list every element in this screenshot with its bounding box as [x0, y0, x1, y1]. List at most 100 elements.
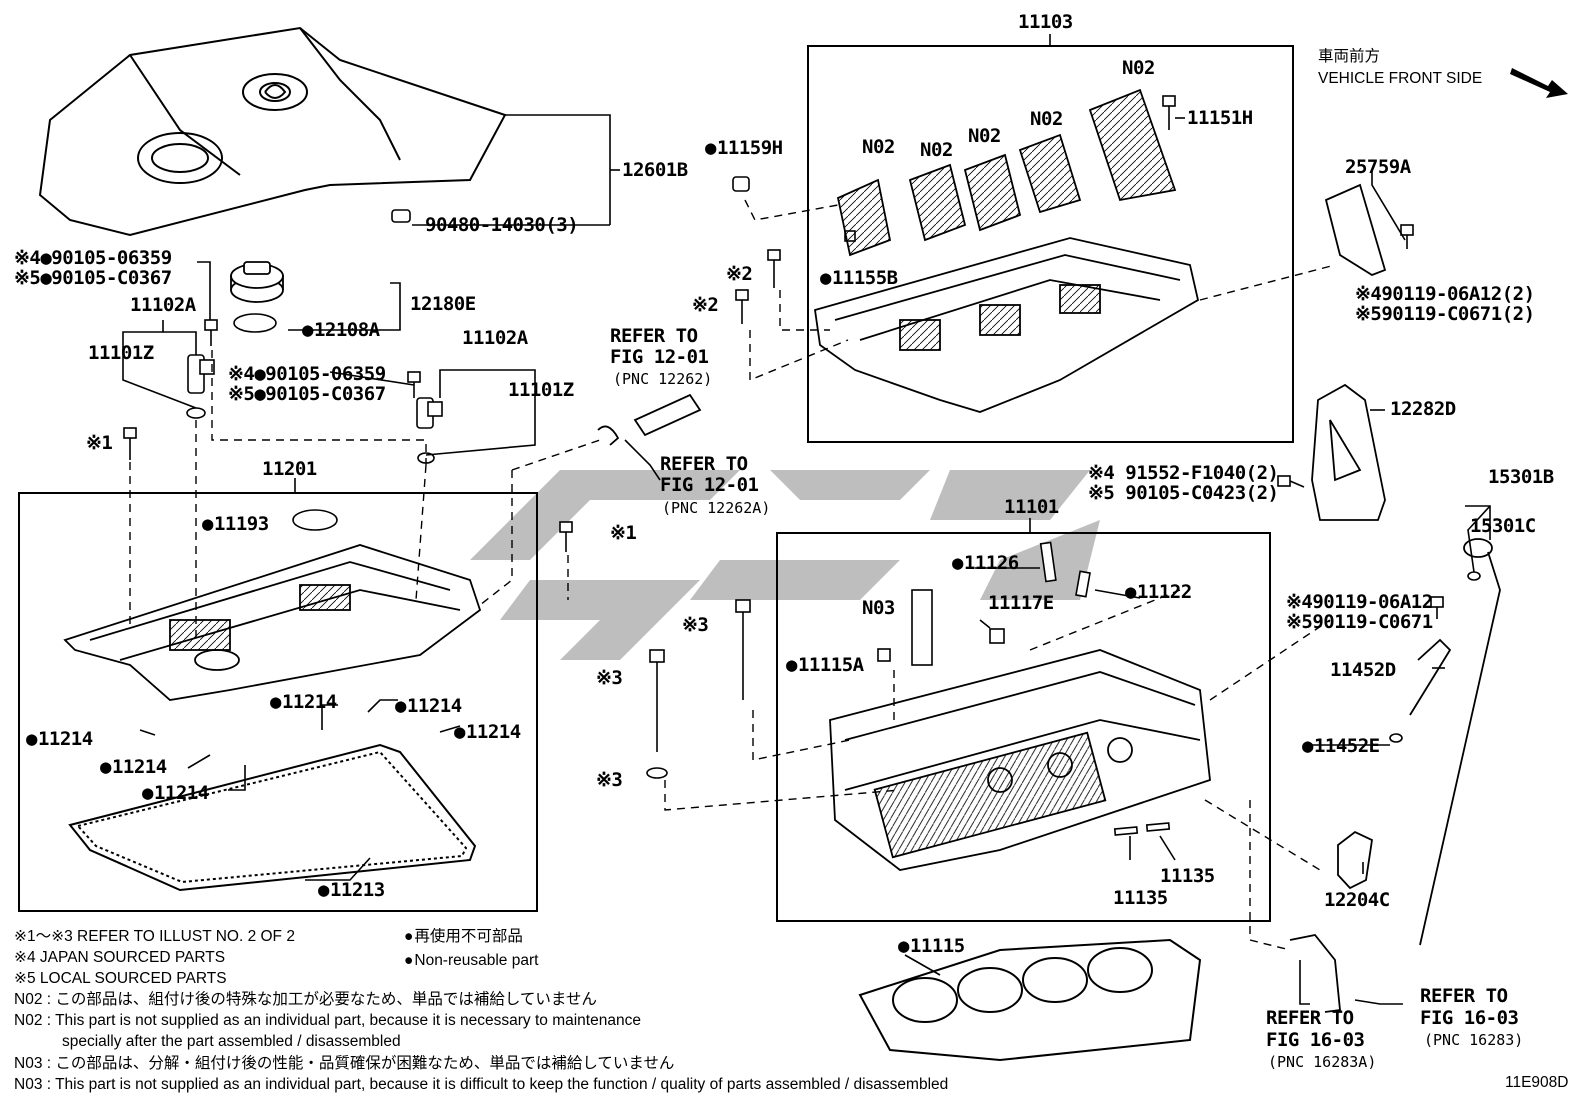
part-label-11214-b[interactable]: 11214 — [395, 696, 462, 716]
part-label-90119-c0671-a[interactable]: ※590119-C0671(2) — [1355, 303, 1535, 325]
part-label-90105-c0423[interactable]: ※5 90105-C0423(2) — [1088, 482, 1279, 504]
alignment-lines — [129, 199, 1336, 951]
oil-filler-cap-icon — [230, 261, 284, 303]
refer-3-line3[interactable]: (PNC 16283A) — [1268, 1053, 1377, 1071]
legend-non-reusable-en: Non-reusable part — [404, 952, 538, 970]
part-label-25759a[interactable]: 25759A — [1345, 156, 1411, 178]
part-label-11155b[interactable]: 11155B — [820, 268, 898, 288]
group-label-11201[interactable]: 11201 — [262, 458, 317, 480]
oil-level-gauge-icon — [1289, 538, 1501, 1013]
legend-line-2: ※4 JAPAN SOURCED PARTS — [14, 949, 226, 966]
part-label-11122[interactable]: 11122 — [1125, 582, 1192, 602]
legend-line-3: ※5 LOCAL SOURCED PARTS — [14, 970, 227, 987]
legend-n03-en: N03 : This part is not supplied as an in… — [14, 1076, 949, 1093]
part-label-15301c[interactable]: 15301C — [1470, 515, 1536, 537]
part-label-11214-e[interactable]: 11214 — [100, 757, 167, 777]
part-label-x1-b[interactable]: ※1 — [610, 522, 637, 544]
refer-4-line2[interactable]: FIG 16-03 — [1420, 1007, 1519, 1029]
refer-2-line1[interactable]: REFER TO — [660, 453, 748, 475]
part-label-11115a[interactable]: 11115A — [786, 655, 864, 675]
part-label-11214-c[interactable]: 11214 — [454, 722, 521, 742]
part-label-x2-b[interactable]: ※2 — [692, 294, 719, 316]
refer-1-line1[interactable]: REFER TO — [610, 325, 698, 347]
part-label-90105-06359-a[interactable]: ※4●90105-06359 — [14, 247, 172, 269]
part-label-90105-c0367-b[interactable]: ※5●90105-C0367 — [228, 383, 386, 405]
refer-2-line3[interactable]: (PNC 12262A) — [662, 499, 771, 517]
part-label-90119-06a12-b[interactable]: ※490119-06A12 — [1286, 591, 1433, 613]
part-label-91552-f1040[interactable]: ※4 91552-F1040(2) — [1088, 462, 1279, 484]
part-label-11115[interactable]: 11115 — [898, 936, 965, 956]
pipe-refer-icon — [597, 393, 702, 446]
figure-id: 11E908D — [1505, 1074, 1569, 1091]
part-label-12180e[interactable]: 12180E — [410, 293, 476, 315]
part-label-x1-a[interactable]: ※1 — [86, 432, 113, 454]
part-label-x2-a[interactable]: ※2 — [726, 263, 753, 285]
part-label-11193[interactable]: 11193 — [202, 514, 269, 534]
part-label-11452e[interactable]: 11452E — [1302, 736, 1380, 756]
part-label-12108a[interactable]: 12108A — [302, 320, 380, 340]
legend-line-1: ※1～※3 REFER TO ILLUST NO. 2 OF 2 — [14, 928, 295, 945]
part-label-11126[interactable]: 11126 — [952, 553, 1019, 573]
part-label-x3-c[interactable]: ※3 — [596, 769, 623, 791]
refer-2-line2[interactable]: FIG 12-01 — [660, 474, 759, 496]
part-label-15301b[interactable]: 15301B — [1488, 466, 1554, 488]
head-gasket-icon — [858, 938, 1202, 1062]
cover-gasket-icon — [68, 743, 477, 892]
part-label-90105-c0367-a[interactable]: ※5●90105-C0367 — [14, 267, 172, 289]
part-label-11101z-left[interactable]: 11101Z — [88, 342, 154, 364]
part-label-11214-a[interactable]: 11214 — [270, 692, 337, 712]
refer-3-line2[interactable]: FIG 16-03 — [1266, 1029, 1365, 1051]
legend-n02-en-1: N02 : This part is not supplied as an in… — [14, 1012, 641, 1029]
refer-4-line1[interactable]: REFER TO — [1420, 985, 1508, 1007]
cylinder-head-icon — [829, 649, 1211, 871]
part-label-n02-5[interactable]: N02 — [1122, 57, 1155, 79]
camshaft-housing-icon — [813, 88, 1200, 413]
part-label-11101z-right[interactable]: 11101Z — [508, 379, 574, 401]
legend-non-reusable-jp: 再使用不可部品 — [404, 928, 523, 946]
part-label-12282d[interactable]: 12282D — [1390, 398, 1456, 420]
cam-position-sensor-icon — [187, 354, 443, 429]
part-label-n02-3[interactable]: N02 — [968, 125, 1001, 147]
engine-hanger-icons — [1311, 183, 1387, 521]
part-label-12204c[interactable]: 12204C — [1324, 889, 1390, 911]
legend-n02-en-2: specially after the part assembled / dis… — [62, 1033, 401, 1050]
part-label-90119-c0671-b[interactable]: ※590119-C0671 — [1286, 611, 1433, 633]
engine-cover-icon — [38, 26, 507, 237]
part-label-11214-f[interactable]: 11214 — [142, 783, 209, 803]
part-label-n02-4[interactable]: N02 — [1030, 108, 1063, 130]
front-en-label: VEHICLE FRONT SIDE — [1318, 70, 1483, 87]
part-label-n02-1[interactable]: N02 — [862, 136, 895, 158]
refer-1-line2[interactable]: FIG 12-01 — [610, 346, 709, 368]
bolt-icons — [123, 95, 1481, 836]
part-label-11117e[interactable]: 11117E — [988, 592, 1054, 614]
legend-n02-jp: N02 : この部品は、組付け後の特殊な加工が必要なため、単品では補給していませ… — [14, 991, 597, 1008]
cylinder-head-cover-icon — [63, 544, 482, 701]
part-label-11135-b[interactable]: 11135 — [1113, 887, 1168, 909]
part-label-11214-d[interactable]: 11214 — [26, 729, 93, 749]
part-label-12601b[interactable]: 12601B — [622, 159, 688, 181]
refer-3-line1[interactable]: REFER TO — [1266, 1007, 1354, 1029]
front-jp-label: 車両前方 — [1318, 48, 1381, 65]
part-label-11213[interactable]: 11213 — [318, 880, 385, 900]
part-label-90480[interactable]: 90480-14030(3) — [425, 214, 579, 236]
part-label-x3-a[interactable]: ※3 — [682, 614, 709, 636]
part-label-11452d[interactable]: 11452D — [1330, 659, 1396, 681]
part-label-n03[interactable]: N03 — [862, 597, 895, 619]
group-label-11101[interactable]: 11101 — [1004, 496, 1059, 518]
legend-n03-jp: N03 : この部品は、分解・組付け後の性能・品質確保が困難なため、単品では補給… — [14, 1055, 675, 1072]
part-label-11151h[interactable]: 11151H — [1187, 107, 1253, 129]
refer-1-line3[interactable]: (PNC 12262) — [613, 370, 713, 388]
part-label-11159h[interactable]: 11159H — [705, 138, 783, 158]
refer-4-line3[interactable]: (PNC 16283) — [1424, 1031, 1524, 1049]
part-label-11102a-right[interactable]: 11102A — [462, 327, 528, 349]
part-label-90119-06a12-a[interactable]: ※490119-06A12(2) — [1355, 283, 1535, 305]
group-label-11103[interactable]: 11103 — [1018, 11, 1073, 33]
leader-lines — [122, 34, 1491, 1005]
part-label-90105-06359-b[interactable]: ※4●90105-06359 — [228, 363, 386, 385]
part-label-n02-2[interactable]: N02 — [920, 139, 953, 161]
part-label-11102a-left[interactable]: 11102A — [130, 294, 196, 316]
part-label-x3-b[interactable]: ※3 — [596, 667, 623, 689]
part-label-11135-a[interactable]: 11135 — [1160, 865, 1215, 887]
